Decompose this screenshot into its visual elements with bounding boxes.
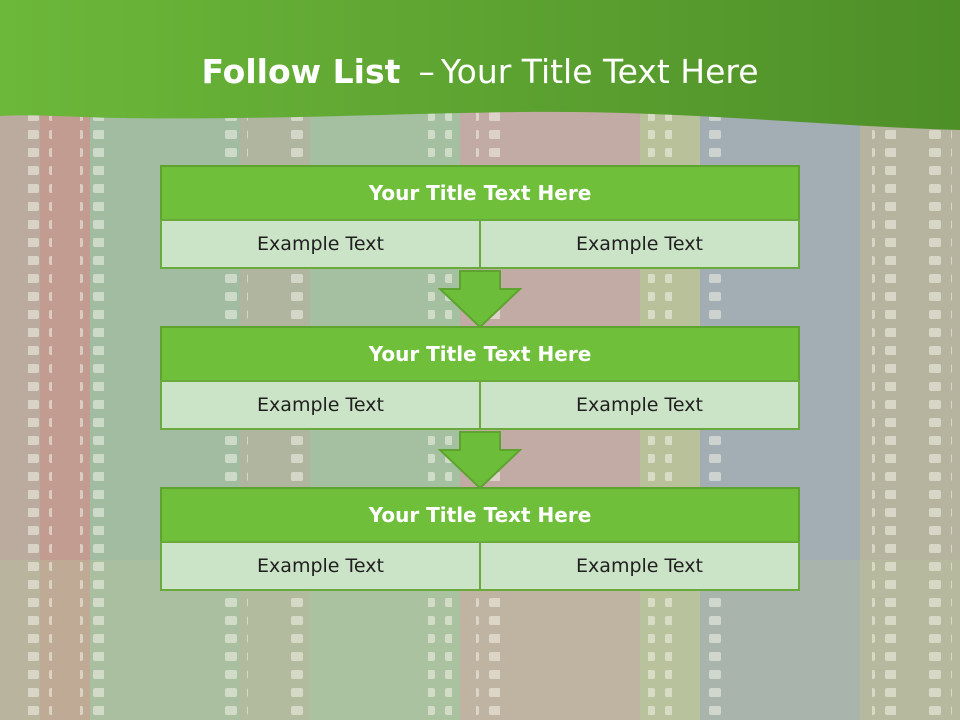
slide-title-rest: Your Title Text Here — [440, 52, 759, 91]
slide-title-bold: Follow List — [201, 52, 401, 91]
block-row: Example Text Example Text — [160, 380, 800, 430]
block-cell-right: Example Text — [479, 541, 800, 591]
slide-title-separator: – — [418, 52, 435, 91]
block-row: Example Text Example Text — [160, 219, 800, 269]
block-cell-left: Example Text — [160, 541, 481, 591]
block-cell-right: Example Text — [479, 219, 800, 269]
block-cell-left: Example Text — [160, 219, 481, 269]
block-title: Your Title Text Here — [160, 326, 800, 382]
block-cell-right: Example Text — [479, 380, 800, 430]
block-title: Your Title Text Here — [160, 487, 800, 543]
slide-title: Follow List–Your Title Text Here — [0, 52, 960, 91]
list-block-2: Your Title Text Here Example Text Exampl… — [160, 326, 800, 430]
block-title: Your Title Text Here — [160, 165, 800, 221]
block-row: Example Text Example Text — [160, 541, 800, 591]
list-block-1: Your Title Text Here Example Text Exampl… — [160, 165, 800, 269]
block-cell-left: Example Text — [160, 380, 481, 430]
down-arrow-icon — [438, 431, 522, 489]
list-block-3: Your Title Text Here Example Text Exampl… — [160, 487, 800, 591]
down-arrow-icon — [438, 270, 522, 328]
